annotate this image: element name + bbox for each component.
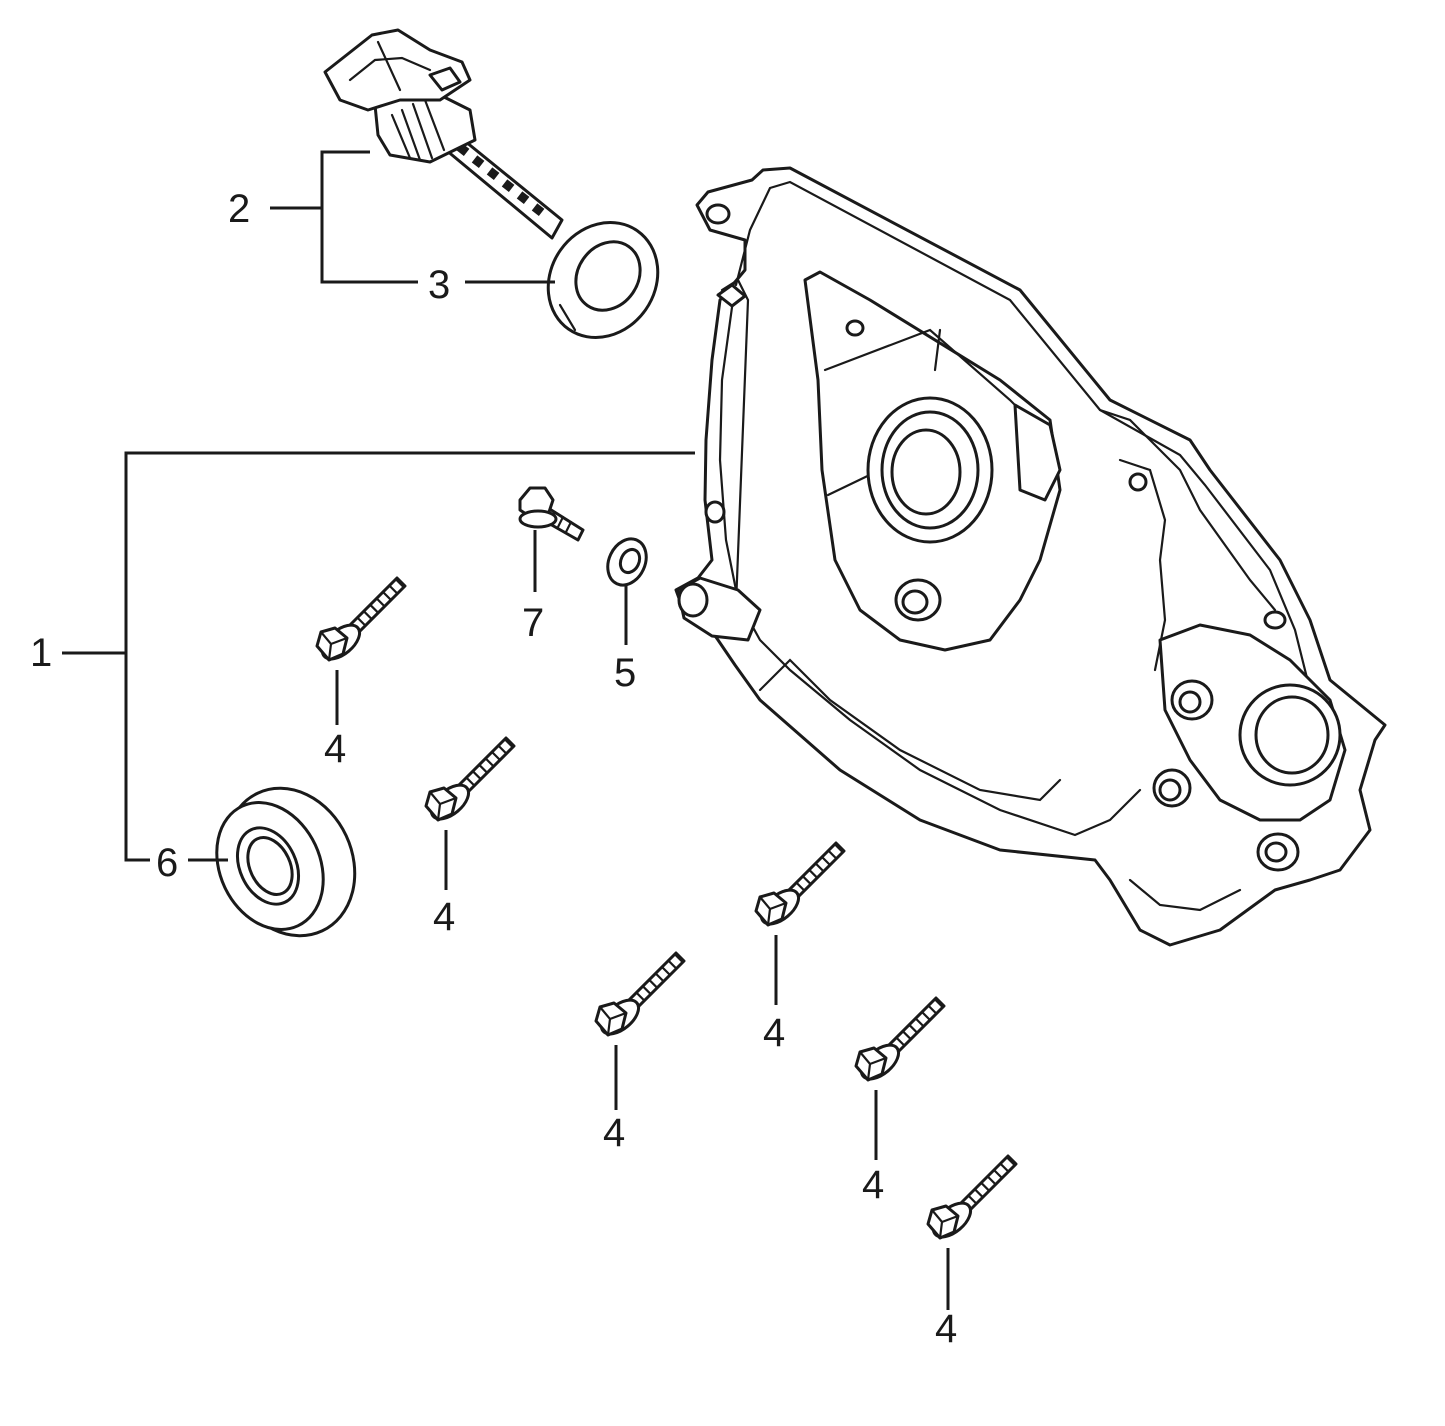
callout-6: 6 <box>156 841 178 885</box>
oil-seal-icon <box>215 786 357 938</box>
callout-7: 7 <box>522 601 544 645</box>
callout-4: 4 <box>324 727 346 771</box>
flange-bolt-icon <box>424 736 516 822</box>
small-bolt-icon <box>518 486 585 542</box>
flange-bolt-icon <box>854 996 946 1082</box>
callout-4: 4 <box>433 895 455 939</box>
o-ring-icon <box>546 221 660 339</box>
callout-5: 5 <box>614 651 636 695</box>
callout-4: 4 <box>603 1111 625 1155</box>
flange-bolts-group <box>315 576 1018 1240</box>
leader-lines <box>62 150 950 1310</box>
callout-4: 4 <box>763 1011 785 1055</box>
oil-dipstick-icon <box>323 28 564 240</box>
flange-bolt-icon <box>926 1154 1018 1240</box>
callout-1: 1 <box>30 631 52 675</box>
washer-icon <box>606 537 648 587</box>
callout-4: 4 <box>935 1307 957 1351</box>
flange-bolt-icon <box>754 841 846 927</box>
callout-2: 2 <box>228 187 250 231</box>
crankcase-cover-icon <box>674 166 1387 947</box>
callout-3: 3 <box>428 263 450 307</box>
flange-bolt-icon <box>315 576 407 662</box>
flange-bolt-icon <box>594 951 686 1037</box>
callout-labels: 1 2 3 6 7 5 4 4 4 4 4 4 <box>30 187 957 1351</box>
callout-4: 4 <box>862 1163 884 1207</box>
